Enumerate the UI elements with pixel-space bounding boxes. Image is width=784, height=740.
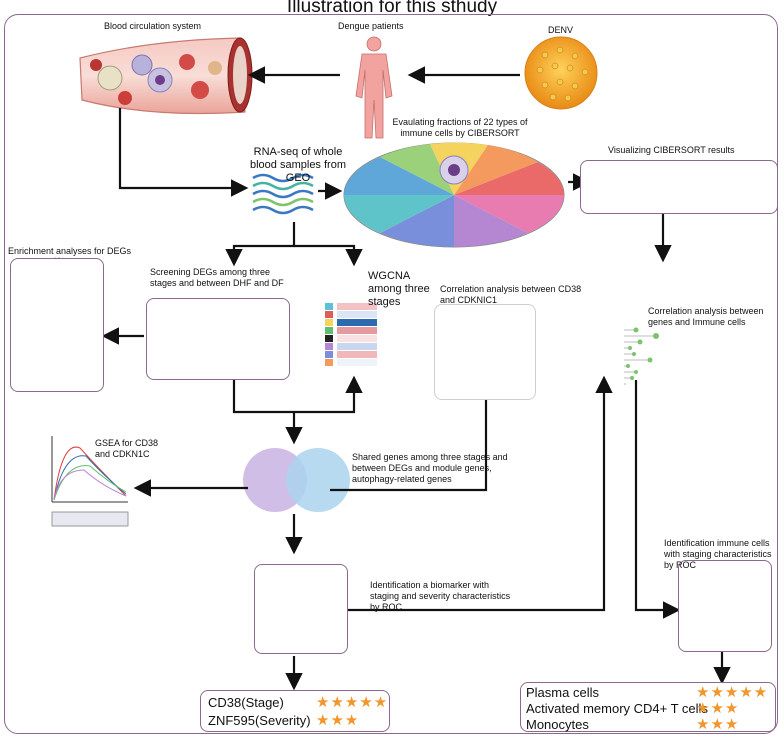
gsea-label: GSEA for CD38 and CDKN1C: [95, 438, 159, 459]
wgcna-thumbnail: [325, 303, 377, 366]
correlation-cd38-label: Correlation analysis between CD38 and CD…: [440, 284, 582, 305]
gsea-thumbnail: [51, 436, 129, 527]
dengue-patients-label: Dengue patients: [338, 21, 404, 31]
cibersort-eval-label: Evaulating fractions of 22 types of immu…: [392, 117, 528, 138]
cibersort-results-box: [580, 160, 778, 214]
result-cd38-stars: ★★★★★: [316, 694, 389, 711]
enrichment-box: [10, 258, 104, 392]
lollipop-correlation-thumbnail: [624, 327, 659, 385]
result-cd4-tcells-stars: ★★★: [696, 700, 740, 717]
biomarker-roc-box: [254, 564, 348, 654]
cibersort-visualize-label: Visualizing CIBERSORT results: [608, 145, 735, 155]
outer-frame: [4, 14, 778, 734]
immune-roc-box: [678, 560, 772, 652]
blood-vessel-illustration: [79, 37, 253, 115]
screening-label: Screening DEGs among three stages and be…: [150, 267, 284, 288]
denv-label: DENV: [548, 25, 574, 35]
result-cd38-name: CD38(Stage): [208, 695, 284, 710]
deg-screening-box: [146, 298, 290, 380]
correlation-scatter-box: [434, 304, 536, 400]
human-figure-illustration: [355, 36, 393, 139]
result-znf595-name: ZNF595(Severity): [208, 713, 311, 728]
result-znf595: ZNF595(Severity): [208, 712, 311, 729]
diagram-title: Illustration for this sthudy: [286, 0, 498, 17]
results-left-box: [200, 690, 390, 732]
result-plasma-cells-stars: ★★★★★: [696, 684, 769, 701]
wgcna-label: WGCNA among three stages: [368, 270, 430, 308]
result-plasma-cells: Plasma cells: [526, 685, 599, 700]
correlation-immune-label: Correlation analysis between genes and I…: [648, 306, 764, 327]
shared-genes-label: Shared genes among three stages and betw…: [352, 452, 508, 484]
result-cd4-tcells: Activated memory CD4+ T cells: [526, 701, 708, 716]
result-znf595-stars: ★★★: [316, 712, 360, 729]
rnaseq-label: RNA-seq of whole blood samples from GEO: [250, 146, 346, 184]
virus-illustration: [524, 36, 598, 110]
venn-diagram: [243, 448, 350, 512]
cibersort-wheel-illustration: [343, 142, 565, 248]
dna-illustration: [252, 173, 314, 215]
result-monocytes-stars: ★★★: [696, 716, 740, 733]
result-monocytes: Monocytes: [526, 717, 589, 732]
blood-circulation-label: Blood circulation system: [104, 21, 202, 31]
immune-roc-label: Identification immune cells with staging…: [664, 538, 772, 570]
enrichment-label: Enrichment analyses for DEGs: [8, 246, 132, 256]
results-right-box: [520, 682, 776, 732]
biomarker-label: Identification a biomarker with staging …: [370, 580, 511, 612]
flow-arrows: [101, 66, 731, 691]
result-cd38: CD38(Stage): [208, 694, 284, 711]
